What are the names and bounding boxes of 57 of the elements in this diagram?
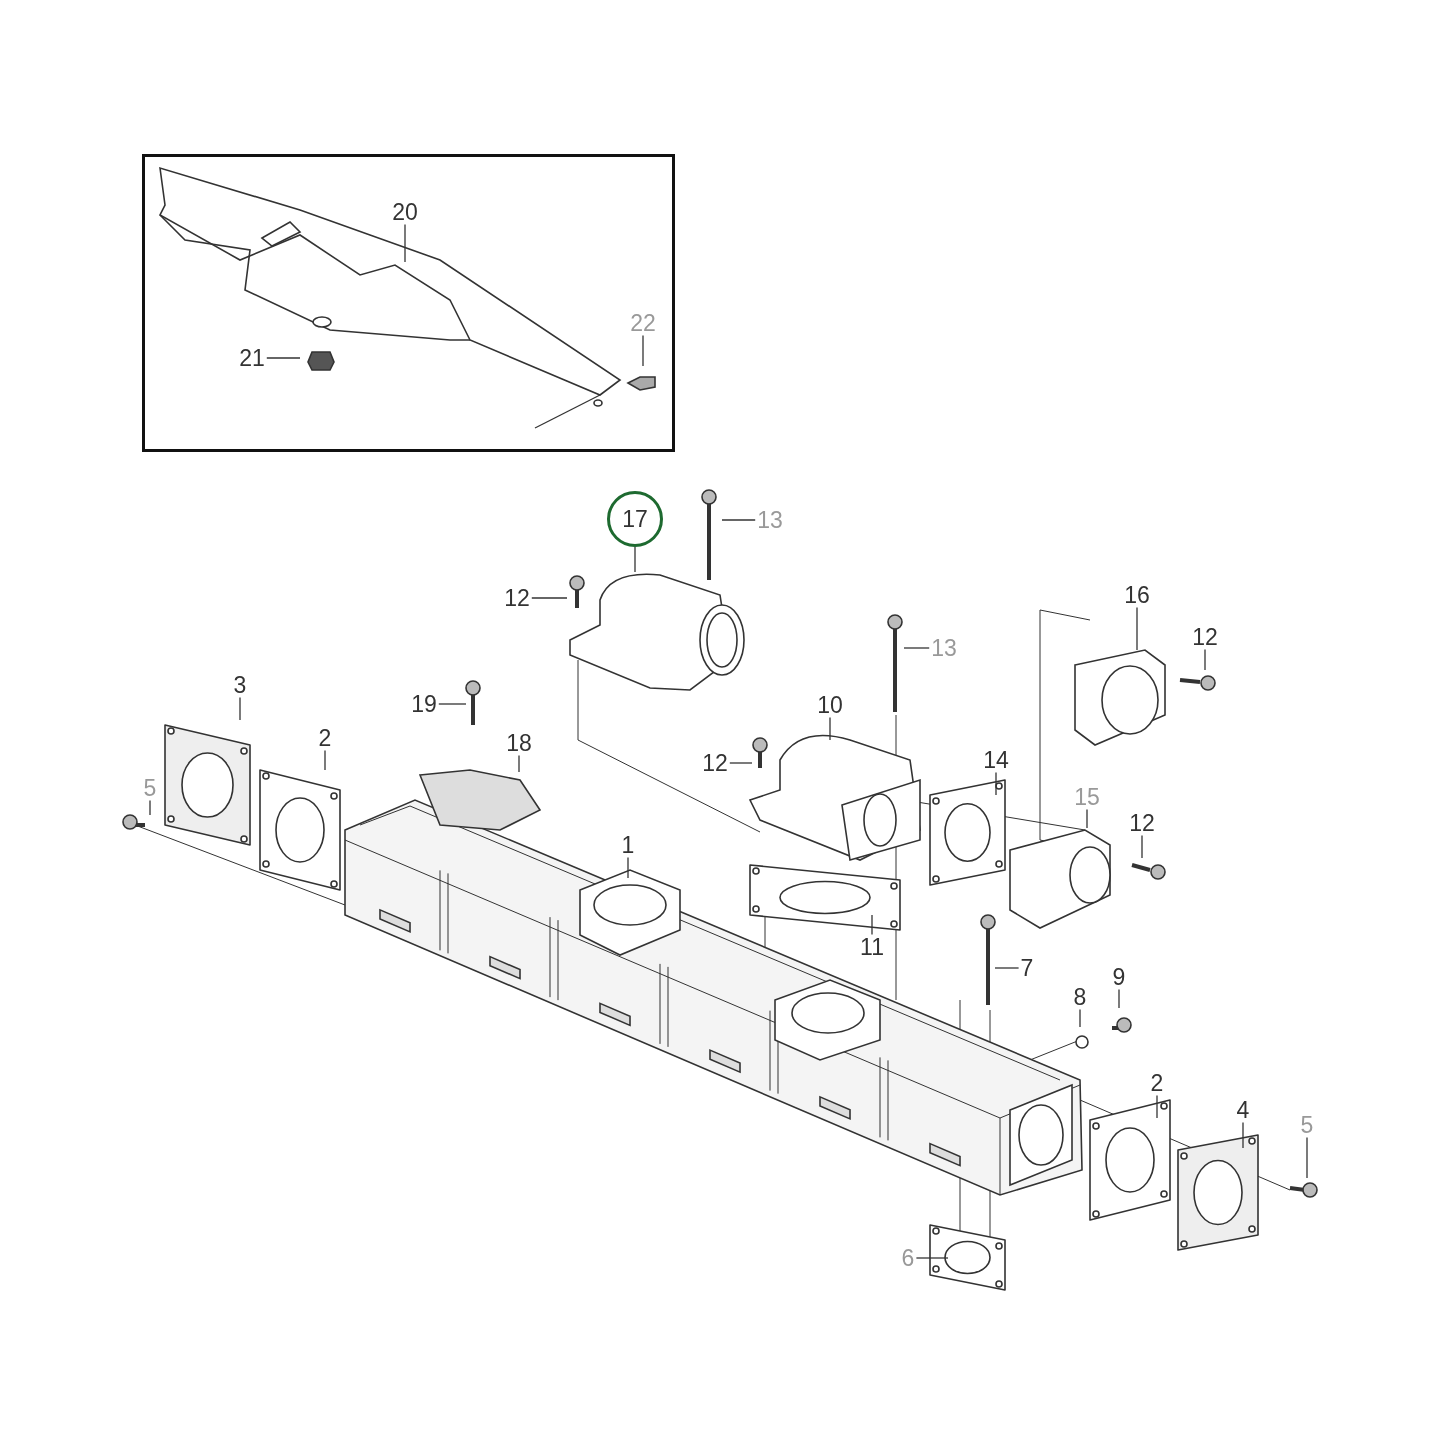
callout-number: 20 [390,199,420,225]
callout-number: 21 [237,345,267,371]
leader-line [149,799,151,816]
callout-number: 2 [316,725,334,751]
callout-number: 7 [1018,955,1036,981]
inset-frame [142,154,675,452]
callout-number: 16 [1122,582,1152,608]
leader-line [729,762,753,764]
callout-number: 11 [858,934,886,960]
leader-line [1306,1136,1308,1179]
callout-number: 5 [1298,1112,1316,1138]
leader-line [1118,988,1120,1009]
leader-line [829,716,831,741]
callout-number: 22 [628,310,658,336]
callout-number: 1 [619,832,637,858]
leader-line [642,334,644,367]
leader-line [721,519,756,521]
callout-number: 13 [929,635,959,661]
leader-line [518,754,520,773]
leader-line [324,749,326,771]
leader-line [995,771,997,796]
callout-number: 10 [815,692,845,718]
callout-number: 12 [502,585,532,611]
callout-number: 14 [981,747,1011,773]
leader-line [1079,1008,1081,1028]
leader-line [1086,808,1088,829]
leader-line [239,696,241,721]
callout-number: 2 [1148,1070,1166,1096]
leader-line [438,703,467,705]
callout-number: 12 [1127,810,1157,836]
leader-line [266,357,301,359]
leader-line [1136,606,1138,651]
callout-number: 13 [755,507,785,533]
callout-number: 12 [700,750,730,776]
leader-line [1242,1121,1244,1149]
callout-number: 15 [1072,784,1102,810]
callout-number: 12 [1190,624,1220,650]
leader-line [915,1257,949,1259]
leader-line [627,856,629,879]
leader-line [1156,1094,1158,1119]
leader-line [634,546,636,573]
callout-number: 19 [409,691,439,717]
highlighted-callout-number: 17 [607,491,663,547]
leader-line [531,597,568,599]
leader-line [404,223,406,263]
leader-line [1204,648,1206,671]
callout-number: 4 [1234,1097,1252,1123]
callout-number: 3 [231,672,249,698]
leader-line [1141,834,1143,859]
callout-number: 6 [899,1245,917,1271]
leader-line [871,914,873,936]
callout-number: 18 [504,730,534,756]
callout-number: 9 [1110,964,1128,990]
callout-number: 8 [1071,984,1089,1010]
leader-line [994,967,1020,969]
leader-line [903,647,930,649]
callout-number: 5 [141,775,159,801]
